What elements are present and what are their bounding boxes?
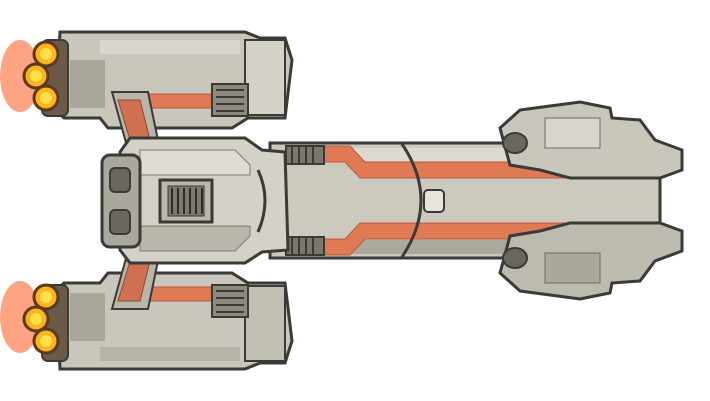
hub-side-panel-upper [139,149,251,176]
upper-nacelle-top-panel [100,40,240,54]
upper-nacelle-rear-cap [244,39,286,116]
nacelle-struts [110,91,162,310]
lower-boom-vent [285,236,325,256]
upper-nacelle [54,30,294,130]
hub-side-panel-lower [139,225,251,252]
bow-upper-intake [502,132,528,154]
hub-left-cap-slot-upper [109,167,131,193]
central-hub [100,136,290,265]
upper-thruster-cluster [22,39,69,117]
flame-upper [0,40,40,112]
lower-vent-grille [211,284,249,318]
upper-boom-vent [285,145,325,165]
flame-lower [0,281,40,353]
lower-nacelle-rear-cap [244,285,286,362]
hub-left-cap-slot-lower [109,209,131,235]
bow-upper-panel [544,117,601,149]
lower-nacelle-bottom-panel [100,347,240,361]
bow-lower-intake [502,247,528,269]
hub-side-arc [256,169,267,233]
lower-thruster-cluster [22,283,69,362]
lower-nacelle-shade [70,293,105,341]
hull-ring-joint [400,143,423,258]
upper-nacelle-shade [70,60,105,108]
forward-bow [498,100,684,301]
lower-nacelle [54,271,294,371]
cockpit-vent [158,178,214,224]
thruster-flames [0,40,40,353]
upper-vent-grille [211,83,249,117]
bow-lower-panel [544,252,601,284]
hull-ring-clamp [423,189,445,213]
